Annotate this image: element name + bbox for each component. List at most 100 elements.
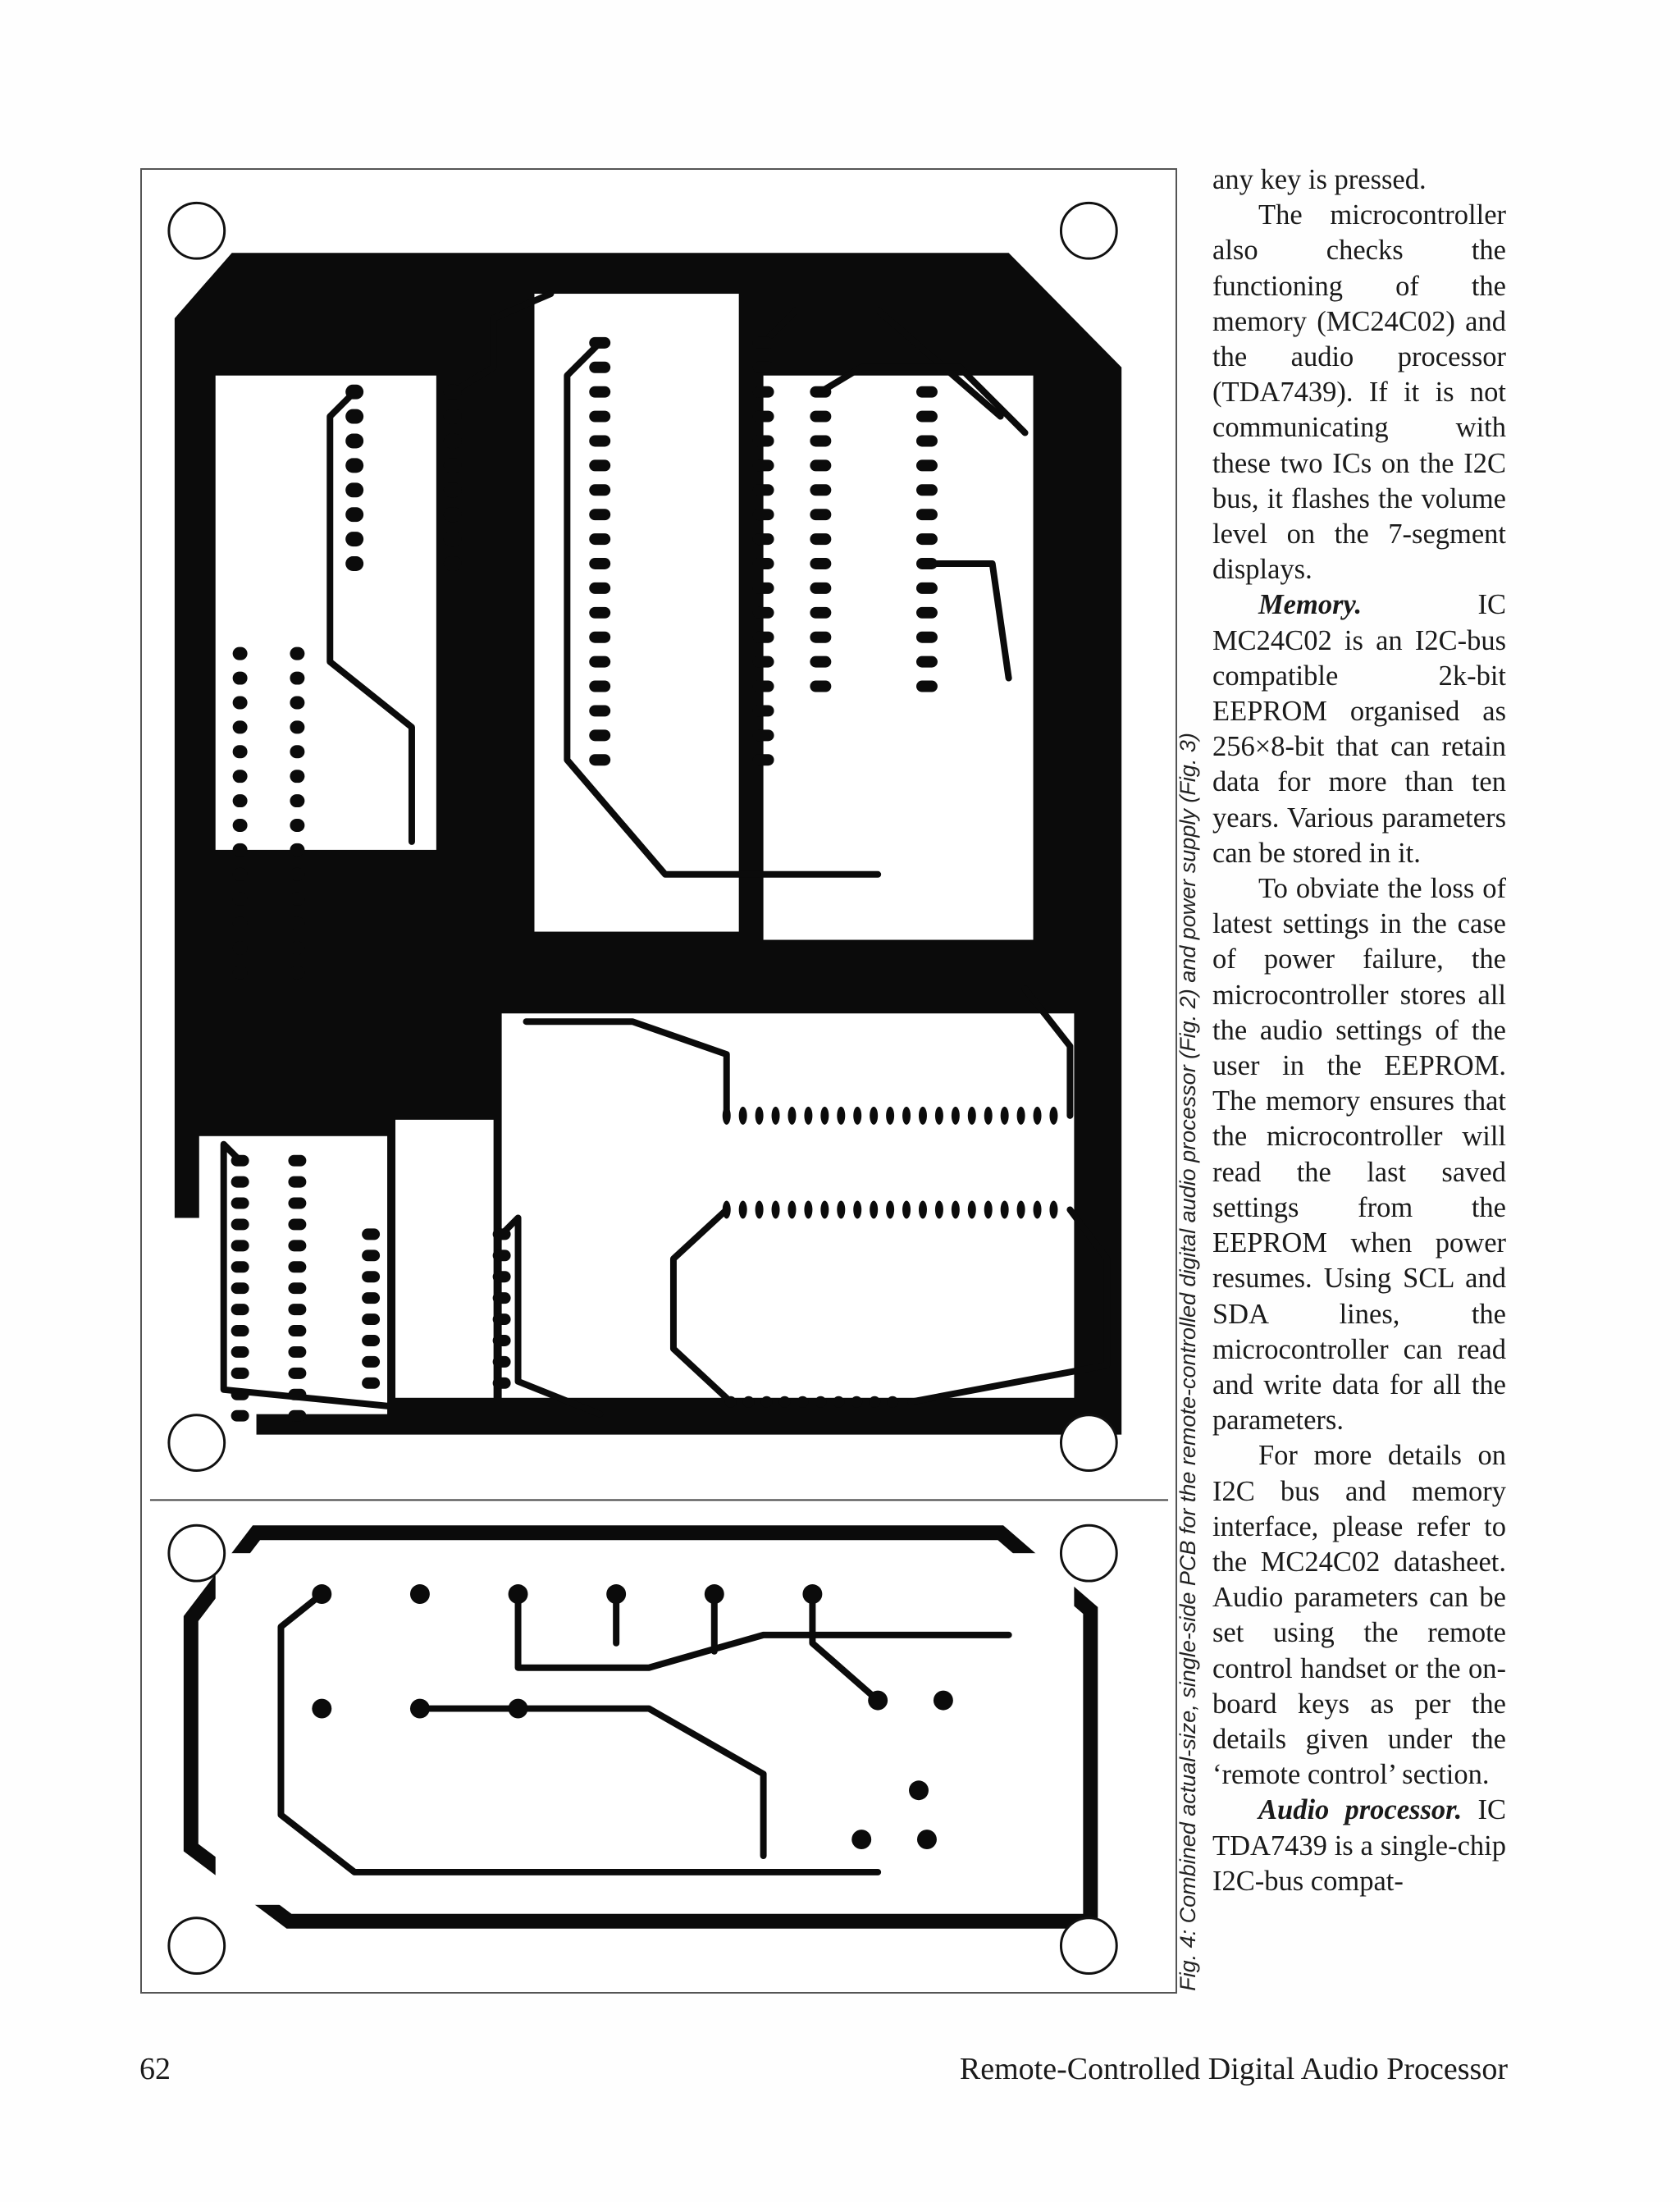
solder-pad — [870, 1200, 879, 1219]
ic-area-right — [763, 375, 1034, 940]
solder-pad — [345, 556, 364, 571]
ic-area-left — [215, 375, 436, 850]
solder-pad — [288, 1261, 307, 1273]
solder-pad — [752, 729, 774, 742]
paragraph: For more details on I2C bus and memory i… — [1212, 1440, 1506, 1791]
solder-pad — [345, 532, 364, 547]
solder-pad — [290, 770, 305, 783]
solder-pad — [837, 1106, 846, 1125]
solder-pad — [933, 1690, 953, 1711]
solder-pad — [443, 384, 462, 400]
solder-pad — [290, 794, 305, 808]
solder-pad — [589, 729, 611, 742]
solder-pad — [870, 1106, 879, 1125]
paragraph-text: IC TDA7439 is a single-chip I2C-bus comp… — [1212, 1794, 1506, 1897]
copper-trace — [498, 1214, 604, 1418]
solder-pad — [231, 1154, 249, 1167]
solder-pad — [589, 435, 611, 447]
solder-pad — [967, 1200, 976, 1219]
solder-pad — [752, 656, 774, 668]
solder-pad — [606, 1584, 627, 1604]
solder-pad — [815, 1396, 827, 1408]
solder-pad — [916, 435, 938, 447]
solder-pad — [752, 410, 774, 423]
solder-pad — [290, 867, 305, 881]
solder-pad — [934, 1106, 943, 1125]
solder-pad — [232, 745, 248, 759]
solder-pad — [902, 1200, 911, 1219]
solder-pad — [1016, 1106, 1025, 1125]
solder-pad — [738, 1106, 747, 1125]
solder-pad — [755, 1200, 764, 1219]
solder-pad — [752, 336, 774, 349]
solder-pad — [288, 1282, 307, 1295]
solder-pad — [288, 1240, 307, 1252]
solder-pad — [288, 1176, 307, 1188]
solder-pad — [752, 361, 774, 373]
solder-pad — [362, 1377, 381, 1389]
mount-hole — [167, 1916, 226, 1976]
solder-pad — [820, 1200, 829, 1219]
solder-pad — [231, 1325, 249, 1337]
solder-pad — [752, 606, 774, 619]
solder-pad — [810, 484, 832, 496]
solder-pad — [290, 916, 305, 930]
page-number: 62 — [139, 2052, 171, 2086]
solder-pad — [918, 1200, 927, 1219]
solder-pad — [362, 1249, 381, 1262]
mount-hole — [1059, 1524, 1118, 1583]
solder-pad — [810, 386, 832, 398]
solder-pad — [312, 1584, 332, 1604]
solder-pad — [909, 1780, 929, 1801]
solder-pad — [1049, 1200, 1058, 1219]
solder-pad — [752, 680, 774, 692]
solder-pad — [752, 533, 774, 546]
solder-pad — [231, 1345, 249, 1358]
solder-pad — [288, 1218, 307, 1231]
solder-pad — [752, 484, 774, 496]
solder-pad — [869, 1396, 881, 1408]
article-body: any key is pressed. The microcontroller … — [1212, 162, 1506, 1899]
solder-pad — [797, 1396, 809, 1408]
solder-pad — [1033, 1200, 1042, 1219]
psu-area — [215, 1553, 1075, 1905]
solder-pad — [231, 1240, 249, 1252]
solder-pad — [810, 656, 832, 668]
solder-pad — [290, 720, 305, 734]
solder-pad — [288, 1367, 307, 1379]
solder-pad — [833, 1396, 845, 1408]
solder-pad — [362, 1271, 381, 1283]
solder-pad — [345, 507, 364, 523]
section-lead: Memory. — [1258, 589, 1363, 621]
solder-pad — [492, 1249, 511, 1262]
solder-pad — [508, 1584, 528, 1604]
solder-pad — [362, 1335, 381, 1346]
solder-pad — [232, 916, 248, 930]
copper-trace — [449, 290, 555, 395]
solder-pad — [290, 671, 305, 685]
solder-pad — [810, 631, 832, 643]
solder-pad — [288, 1325, 307, 1337]
solder-pad — [362, 1313, 381, 1326]
solder-pad — [231, 1282, 249, 1295]
solder-pad — [851, 1396, 863, 1408]
solder-pad — [752, 509, 774, 521]
solder-pad — [752, 435, 774, 447]
solder-pad — [916, 484, 938, 496]
solder-pad — [288, 1345, 307, 1358]
solder-pad — [837, 1200, 846, 1219]
copper-trace — [416, 1705, 767, 1859]
solder-pad — [443, 482, 462, 498]
solder-pad — [902, 1106, 911, 1125]
paragraph: The microcontroller also checks the func… — [1212, 199, 1506, 586]
solder-pad — [232, 892, 248, 906]
solder-pad — [231, 1197, 249, 1209]
solder-pad — [810, 680, 832, 692]
solder-pad — [788, 1106, 797, 1125]
solder-pad — [345, 482, 364, 498]
solder-pad — [810, 435, 832, 447]
solder-pad — [810, 410, 832, 423]
copper-trace — [326, 388, 415, 845]
mount-hole — [167, 1414, 226, 1472]
solder-pad — [771, 1200, 780, 1219]
